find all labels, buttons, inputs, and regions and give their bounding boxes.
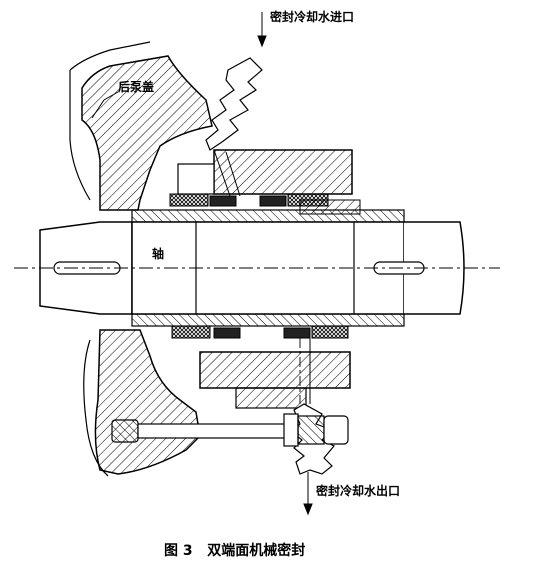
bolt	[111, 413, 349, 447]
figure-title: 双端面机械密封	[207, 543, 306, 559]
figure-caption: 图 3 双端面机械密封	[164, 540, 305, 560]
shaft-label: 轴	[152, 247, 165, 261]
rear-pump-cover-label: 后泵盖	[118, 80, 155, 94]
shaft-sleeve	[131, 209, 405, 327]
seal-gland	[177, 149, 361, 409]
leader-lines	[91, 12, 313, 516]
inlet-pipe	[205, 57, 263, 197]
outlet-label: 密封冷却水出口	[316, 484, 401, 498]
shaft	[14, 221, 500, 315]
inlet-label: 密封冷却水进口	[270, 10, 355, 24]
figure-number: 图 3	[164, 543, 193, 559]
